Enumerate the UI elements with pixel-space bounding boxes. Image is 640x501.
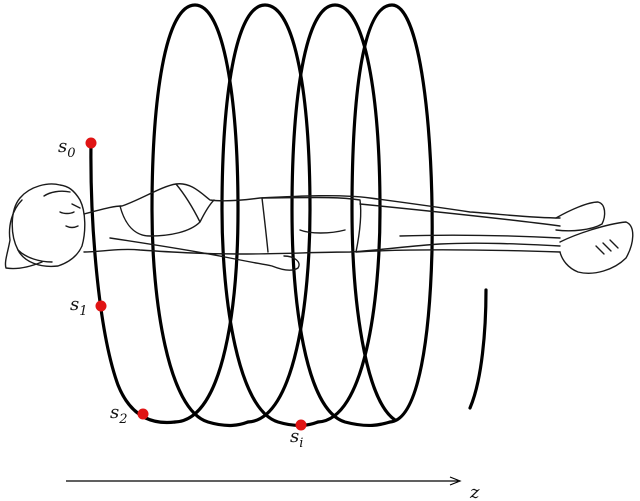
sample-point-si	[295, 419, 307, 431]
helix-loop-2	[220, 3, 320, 428]
figure-head	[11, 183, 86, 268]
figure-hair	[4, 199, 53, 270]
figure-shoe-upper	[555, 201, 606, 232]
label-s0: s0	[58, 136, 76, 161]
sample-point-s0	[85, 137, 97, 149]
figure-face	[43, 190, 81, 229]
label-s1: s1	[70, 294, 88, 319]
z-axis: z	[66, 476, 480, 501]
lying-person-figure	[4, 183, 634, 274]
z-axis-label: z	[469, 482, 480, 501]
sample-points	[85, 137, 307, 431]
label-s2: s2	[110, 402, 128, 427]
figure-shoe-stripes	[595, 239, 619, 255]
figure-torso-top	[83, 183, 561, 219]
helix-end-segment	[468, 288, 488, 410]
z-axis-arrowhead	[449, 476, 462, 486]
helical-trajectory	[89, 3, 488, 428]
sample-point-s2	[137, 408, 149, 420]
figure-shorts	[261, 196, 362, 253]
helix-loop-3	[290, 3, 392, 428]
helix-loop-1	[150, 3, 250, 428]
helix-loop-4	[350, 3, 434, 424]
figure-legs	[355, 203, 561, 253]
figure-arm	[109, 237, 300, 271]
label-si: si	[290, 426, 303, 451]
figure-torso-bottom	[83, 242, 561, 255]
figure-shoe-lower	[559, 221, 634, 274]
helix-start-arc	[89, 141, 177, 425]
sample-point-s1	[95, 300, 107, 312]
figure-top-garment	[119, 183, 215, 237]
